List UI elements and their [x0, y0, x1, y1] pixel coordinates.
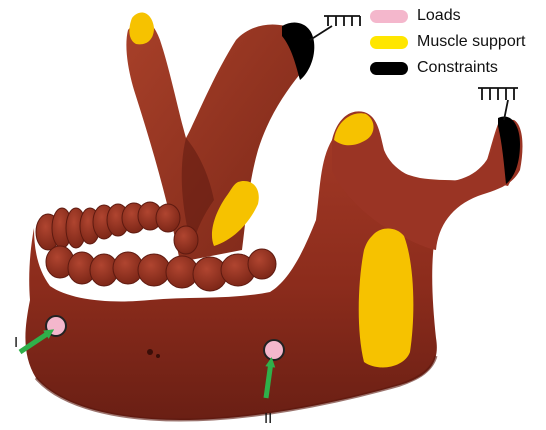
load-label-i: I [14, 334, 18, 351]
mental-foramen [147, 349, 153, 355]
legend-swatch-loads [370, 10, 408, 23]
muscle-support-masseter [359, 229, 414, 368]
legend-item-constraints: Constraints [370, 58, 546, 84]
ground-symbol-right [478, 88, 518, 120]
legend-label-constraints: Constraints [417, 58, 498, 78]
muscle-support-left-coronoid [129, 13, 154, 45]
legend: Loads Muscle support Constraints [370, 6, 546, 84]
legend-swatch-constraints [370, 62, 408, 75]
legend-item-loads: Loads [370, 6, 546, 32]
mental-foramen-small [156, 354, 160, 358]
legend-label-muscle-support: Muscle support [417, 32, 526, 52]
legend-swatch-muscle-support [370, 36, 408, 49]
legend-label-loads: Loads [417, 6, 461, 26]
load-label-ii: II [264, 410, 272, 427]
legend-item-muscle-support: Muscle support [370, 32, 546, 58]
load-point-ii [264, 340, 284, 360]
ground-symbol-left [310, 16, 360, 40]
